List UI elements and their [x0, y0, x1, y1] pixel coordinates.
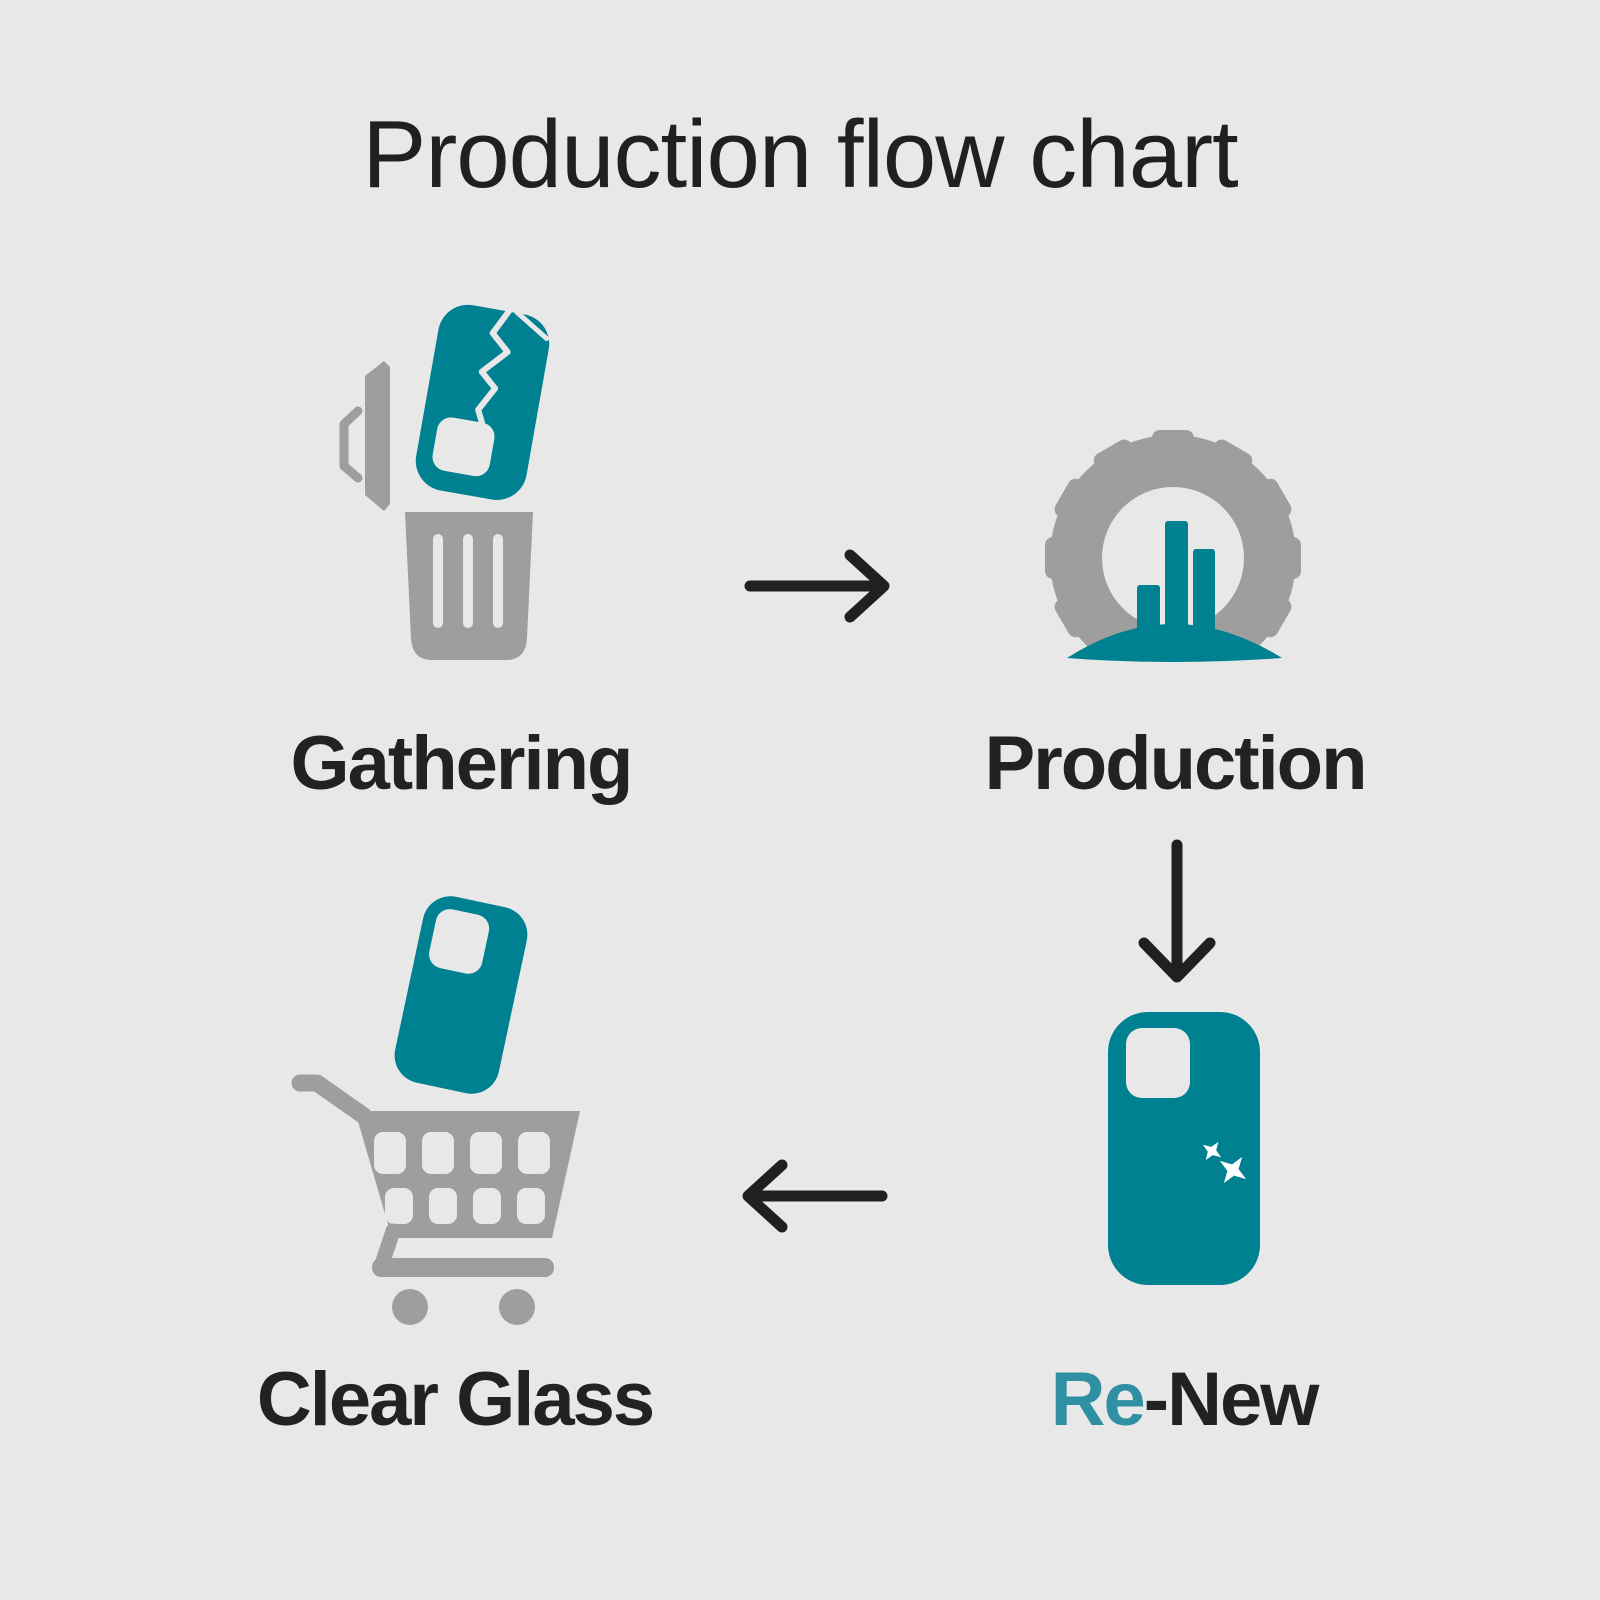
phone-camera	[1126, 1028, 1190, 1098]
basket-hole	[429, 1188, 457, 1224]
trash-lid-handle	[339, 406, 363, 483]
bar-chart-shape	[1067, 521, 1282, 662]
bar-tall	[1165, 521, 1188, 633]
trash-can-shape	[339, 361, 533, 660]
trash-lid	[365, 361, 390, 511]
phone-crack	[475, 306, 513, 426]
arrow-down-icon	[1138, 839, 1216, 983]
trash-slat	[493, 534, 503, 628]
basket-hole	[518, 1132, 550, 1174]
sparkle-small	[1202, 1141, 1222, 1161]
phone-shape	[394, 896, 528, 1094]
phone-shape	[1108, 1012, 1260, 1285]
clear-glass-label: Clear Glass	[256, 1357, 655, 1442]
broken-phone-shape	[415, 304, 550, 500]
arrow-left-icon	[742, 1159, 888, 1233]
trash-slat	[433, 534, 443, 628]
cart-wheel	[499, 1289, 535, 1325]
basket-hole	[422, 1132, 454, 1174]
production-label: Production	[984, 721, 1367, 806]
phone-camera	[432, 417, 495, 477]
swoosh-arc	[1067, 624, 1282, 662]
cart-chassis-bar	[372, 1258, 554, 1277]
phone-crack-corner	[514, 309, 550, 342]
basket-hole	[517, 1188, 545, 1224]
renew-label-accent: Re	[1050, 1357, 1146, 1442]
gathering-label: Gathering	[290, 721, 634, 806]
arrow-right-icon	[744, 549, 890, 623]
trash-slat	[463, 534, 473, 628]
basket-hole	[374, 1132, 406, 1174]
bar-medium	[1193, 549, 1215, 633]
shopping-cart-shape	[291, 1074, 580, 1325]
basket-hole	[473, 1188, 501, 1224]
sparkle-large	[1219, 1156, 1247, 1184]
basket-hole	[470, 1132, 502, 1174]
cart-handle	[291, 1074, 373, 1125]
page-title: Production flow chart	[362, 101, 1238, 208]
renew-label-rest: -New	[1143, 1357, 1320, 1442]
phone-shopping-cart-icon	[291, 896, 580, 1325]
phone-body	[394, 896, 528, 1094]
bar-small	[1137, 585, 1160, 635]
phone-camera	[429, 909, 490, 974]
renewed-phone-icon	[1108, 1012, 1260, 1285]
broken-phone-trash-icon	[339, 304, 550, 660]
cart-wheel	[392, 1289, 428, 1325]
basket-hole	[385, 1188, 413, 1224]
renew-label: Re-New	[974, 1362, 1394, 1438]
gear-production-icon	[1045, 430, 1301, 662]
